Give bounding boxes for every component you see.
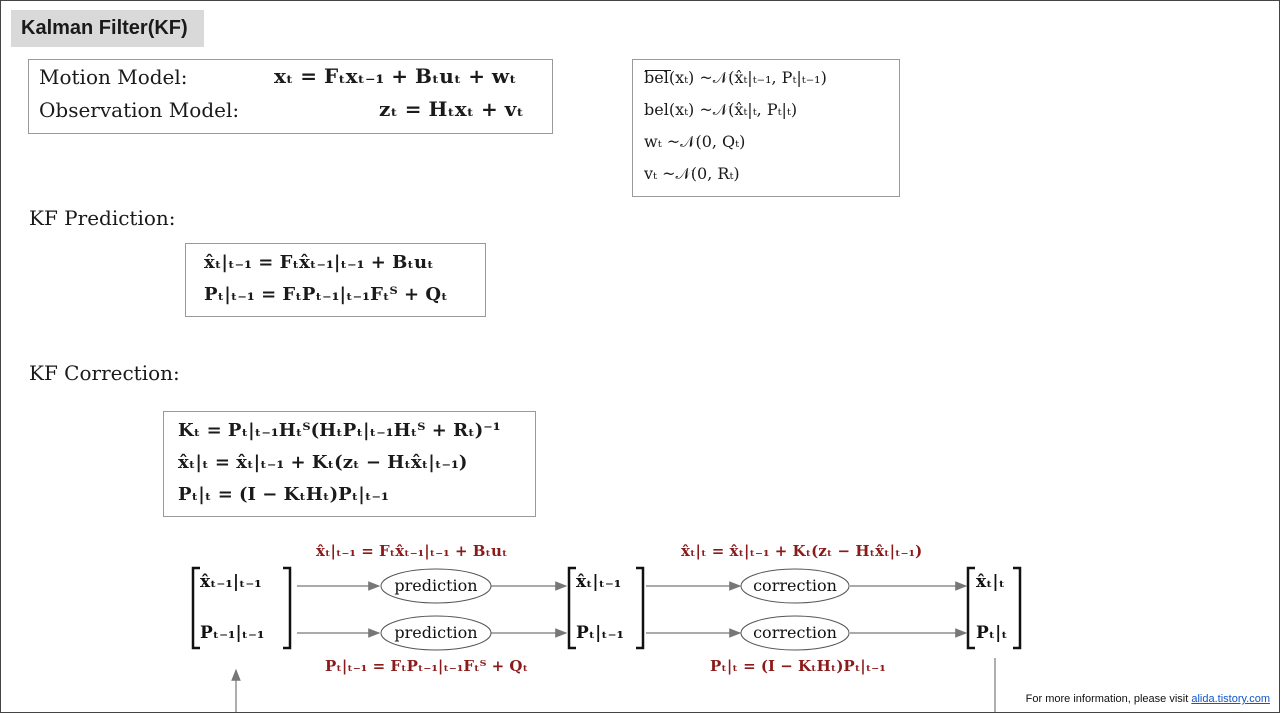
diagram-top-prediction-equation: x̂ₜ|ₜ₋₁ = Fₜx̂ₜ₋₁|ₜ₋₁ + Bₜuₜ: [316, 542, 508, 560]
distribution-measurement-noise: vₜ ~𝒩(0, Rₜ): [644, 164, 740, 183]
footer-note: For more information, please visit alida…: [1026, 693, 1270, 705]
observation-model-label: Observation Model:: [39, 98, 240, 122]
correction-box: Kₜ = Pₜ|ₜ₋₁Hₜᵀ(HₜPₜ|ₜ₋₁Hₜᵀ + Rₜ)⁻¹ x̂ₜ|ₜ…: [163, 411, 536, 517]
prediction-node-top: [380, 568, 492, 604]
motion-model-equation: xₜ = Fₜxₜ₋₁ + Bₜuₜ + wₜ: [274, 64, 517, 88]
observation-model-equation: zₜ = Hₜxₜ + vₜ: [379, 97, 524, 121]
prediction-node-bottom-label: prediction: [394, 623, 477, 642]
models-box: Motion Model: xₜ = Fₜxₜ₋₁ + Bₜuₜ + wₜ Ob…: [28, 59, 553, 134]
diagram-bottom-correction-equation: Pₜ|ₜ = (I − KₜHₜ)Pₜ|ₜ₋₁: [710, 657, 886, 675]
state-bracket-prev: [191, 566, 292, 650]
state-prev-x: x̂ₜ₋₁|ₜ₋₁: [200, 572, 262, 592]
correction-node-bottom-label: correction: [753, 623, 837, 642]
prediction-node-top-label: prediction: [394, 576, 477, 595]
slide-title: Kalman Filter(KF): [11, 10, 204, 47]
state-pred-p: Pₜ|ₜ₋₁: [576, 623, 624, 643]
diagram-top-correction-equation: x̂ₜ|ₜ = x̂ₜ|ₜ₋₁ + Kₜ(zₜ − Hₜx̂ₜ|ₜ₋₁): [681, 542, 923, 560]
footer-text: For more information, please visit: [1025, 693, 1192, 705]
correction-state-equation: x̂ₜ|ₜ = x̂ₜ|ₜ₋₁ + Kₜ(zₜ − Hₜx̂ₜ|ₜ₋₁): [178, 452, 468, 473]
prediction-node-bottom: [380, 615, 492, 651]
state-corr-x: x̂ₜ|ₜ: [976, 572, 1005, 592]
diagram-bottom-prediction-equation: Pₜ|ₜ₋₁ = FₜPₜ₋₁|ₜ₋₁Fₜᵀ + Qₜ: [325, 657, 529, 675]
correction-node-top-label: correction: [753, 576, 837, 595]
state-bracket-corr: [966, 566, 1022, 650]
distributions-box: bel(xₜ) ~𝒩(x̂ₜ|ₜ₋₁, Pₜ|ₜ₋₁) bel(xₜ) ~𝒩(x…: [632, 59, 900, 197]
correction-node-top: [740, 568, 850, 604]
footer-link[interactable]: alida.tistory.com: [1191, 693, 1270, 705]
state-pred-x: x̂ₜ|ₜ₋₁: [576, 572, 621, 592]
prediction-state-equation: x̂ₜ|ₜ₋₁ = Fₜx̂ₜ₋₁|ₜ₋₁ + Bₜuₜ: [204, 252, 434, 273]
state-bracket-pred: [567, 566, 645, 650]
correction-heading: KF Correction:: [29, 361, 180, 385]
distribution-process-noise: wₜ ~𝒩(0, Qₜ): [644, 132, 746, 151]
bel-bar-overline: [645, 70, 671, 71]
motion-model-label: Motion Model:: [39, 65, 188, 89]
distribution-bel-bar: bel(xₜ) ~𝒩(x̂ₜ|ₜ₋₁, Pₜ|ₜ₋₁): [644, 68, 827, 87]
prediction-box: x̂ₜ|ₜ₋₁ = Fₜx̂ₜ₋₁|ₜ₋₁ + Bₜuₜ Pₜ|ₜ₋₁ = Fₜ…: [185, 243, 486, 317]
state-corr-p: Pₜ|ₜ: [976, 623, 1008, 643]
correction-node-bottom: [740, 615, 850, 651]
distribution-bel: bel(xₜ) ~𝒩(x̂ₜ|ₜ, Pₜ|ₜ): [644, 100, 798, 119]
kalman-gain-equation: Kₜ = Pₜ|ₜ₋₁Hₜᵀ(HₜPₜ|ₜ₋₁Hₜᵀ + Rₜ)⁻¹: [178, 420, 501, 441]
state-prev-p: Pₜ₋₁|ₜ₋₁: [200, 623, 264, 643]
prediction-covariance-equation: Pₜ|ₜ₋₁ = FₜPₜ₋₁|ₜ₋₁Fₜᵀ + Qₜ: [204, 284, 448, 305]
correction-covariance-equation: Pₜ|ₜ = (I − KₜHₜ)Pₜ|ₜ₋₁: [178, 484, 389, 505]
prediction-heading: KF Prediction:: [29, 206, 176, 230]
